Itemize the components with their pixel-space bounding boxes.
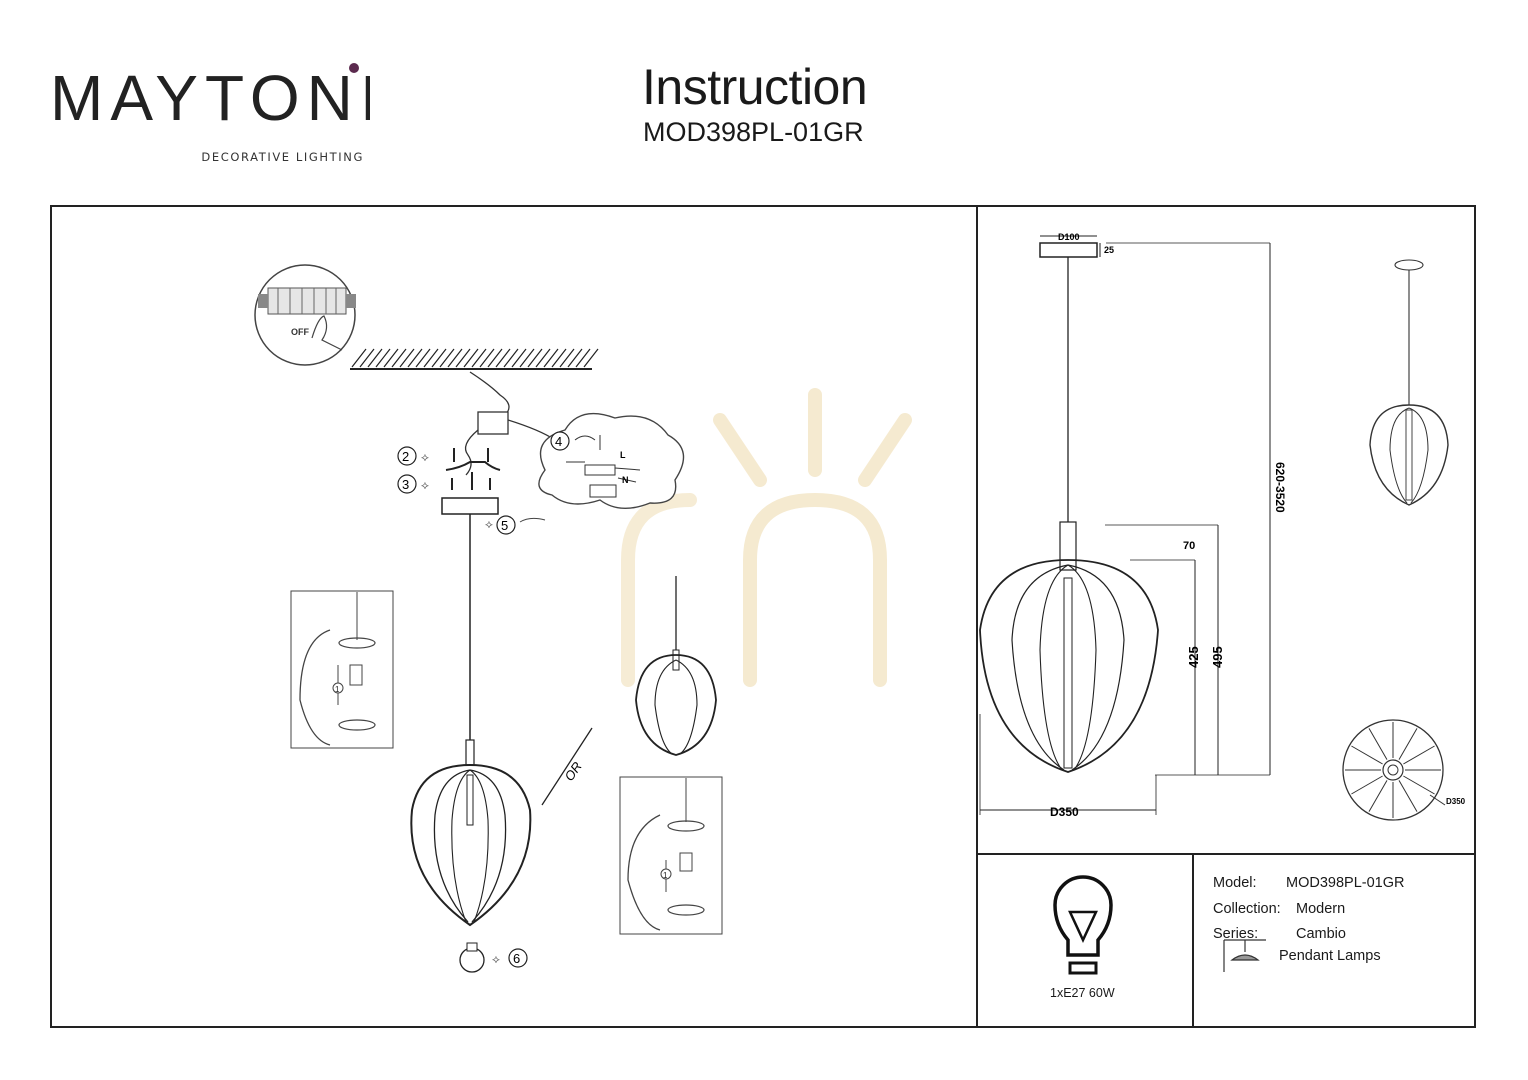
dim-top-view-diameter: D350 — [1446, 797, 1466, 806]
hatch-line — [423, 348, 439, 368]
hatch-line — [511, 348, 527, 368]
hatch-line — [543, 348, 559, 368]
hatch-line — [583, 348, 599, 368]
step-5-label: 5 — [501, 518, 508, 533]
instruction-frame — [50, 205, 1476, 1028]
screwdriver-icon-3: ⟡ — [485, 517, 493, 531]
detail-1-step: 1 — [335, 685, 340, 694]
hatch-line — [399, 348, 415, 368]
hatch-line — [455, 348, 471, 368]
hatch-line — [463, 348, 479, 368]
step-2-label: 2 — [402, 449, 409, 464]
hatch-line — [415, 348, 431, 368]
brand-tagline: DECORATIVE LIGHTING — [201, 150, 364, 164]
spec-model-label: Model: — [1213, 875, 1257, 891]
hatch-line — [567, 348, 583, 368]
brand-wordmark-graphic: MAYTONI — [50, 62, 378, 134]
hatch-line — [359, 348, 375, 368]
spec-collection-value: Modern — [1296, 901, 1346, 917]
hatch-line — [439, 348, 455, 368]
step-4-wiring-cloud: 4 L N — [538, 412, 685, 509]
top-view — [1342, 719, 1446, 821]
hatch-line — [351, 348, 367, 368]
top-view-rib — [1368, 780, 1388, 812]
brand-wordmark: MAYTONI — [50, 62, 378, 142]
bulb-step: 6 ⟡ — [459, 942, 528, 973]
preview-pendant — [1369, 259, 1449, 506]
hatch-line — [559, 348, 575, 368]
dim-canopy-diameter: D100 — [1058, 232, 1080, 242]
screwdriver-icon: ⟡ — [421, 450, 429, 464]
pendant-main — [410, 514, 593, 927]
hatch-line — [375, 348, 391, 368]
detail-2-step: 1 — [663, 871, 668, 880]
brand-logo: MAYTONI DECORATIVE LIGHTING — [50, 62, 378, 164]
bulb-spec: 1xE27 60W — [1050, 986, 1115, 1000]
hatch-line — [391, 348, 407, 368]
dim-shade-height: 425 — [1186, 646, 1201, 668]
dimension-drawing — [979, 235, 1271, 815]
brand-dot — [349, 63, 359, 73]
hatch-line — [575, 348, 591, 368]
hatch-line — [479, 348, 495, 368]
svg-text:MAYTONI: MAYTONI — [50, 62, 370, 132]
spec-series-value: Cambio — [1296, 926, 1346, 942]
step-6-label: 6 — [513, 951, 520, 966]
top-view-rib — [1368, 728, 1388, 760]
bulb-icon — [1053, 875, 1113, 975]
dim-total-height: 620-3520 — [1273, 462, 1287, 513]
assembly-detail-1: 1 — [290, 590, 394, 749]
model-code: MOD398PL-01GR — [643, 117, 864, 147]
hatch-line — [407, 348, 423, 368]
pendant-type-icon — [1223, 939, 1266, 972]
switch-off-label: OFF — [291, 327, 309, 337]
dim-body-height: 495 — [1210, 646, 1225, 668]
hatch-line — [431, 348, 447, 368]
top-view-rib — [1403, 775, 1435, 795]
pendant-alternative — [635, 576, 717, 756]
hatch-line — [535, 348, 551, 368]
hatch-line — [551, 348, 567, 368]
dim-top-offset: 70 — [1183, 540, 1195, 552]
hatch-line — [383, 348, 399, 368]
spec-type-value: Pendant Lamps — [1279, 948, 1381, 964]
wiring-box — [464, 371, 556, 476]
hatch-line — [527, 348, 543, 368]
mounting-bracket: 2 3 ⟡ ⟡ 5 ⟡ — [397, 446, 546, 535]
canopy-plate — [441, 497, 499, 515]
screwdriver-icon-2: ⟡ — [421, 478, 429, 492]
top-view-rib — [1351, 775, 1383, 795]
step-4-label: 4 — [555, 434, 562, 449]
wire-label-n: N — [622, 475, 629, 485]
spec-collection-label: Collection: — [1213, 901, 1281, 917]
page-title: Instruction — [642, 59, 868, 115]
assembly-detail-2: 1 — [619, 776, 723, 935]
spec-model-value: MOD398PL-01GR — [1286, 875, 1405, 891]
top-view-rib — [1398, 780, 1418, 812]
step-3-label: 3 — [402, 477, 409, 492]
rotate-icon: ⟡ — [492, 952, 500, 966]
dim-shade-diameter: D350 — [1050, 805, 1079, 819]
or-label: OR — [561, 759, 584, 784]
spec-series-label: Series: — [1213, 926, 1259, 942]
hatch-line — [519, 348, 535, 368]
switch-off-detail: OFF — [254, 264, 356, 366]
top-view-rib — [1403, 745, 1435, 765]
hatch-line — [487, 348, 503, 368]
ceiling-hatch — [350, 348, 599, 370]
hatch-line — [367, 348, 383, 368]
top-view-rib — [1351, 745, 1383, 765]
hatch-line — [495, 348, 511, 368]
hatch-line — [447, 348, 463, 368]
hatch-line — [471, 348, 487, 368]
top-view-rib — [1398, 728, 1418, 760]
wire-label-l: L — [620, 450, 626, 460]
watermark-icon — [621, 388, 912, 687]
dim-canopy-height: 25 — [1104, 245, 1114, 255]
hatch-line — [503, 348, 519, 368]
